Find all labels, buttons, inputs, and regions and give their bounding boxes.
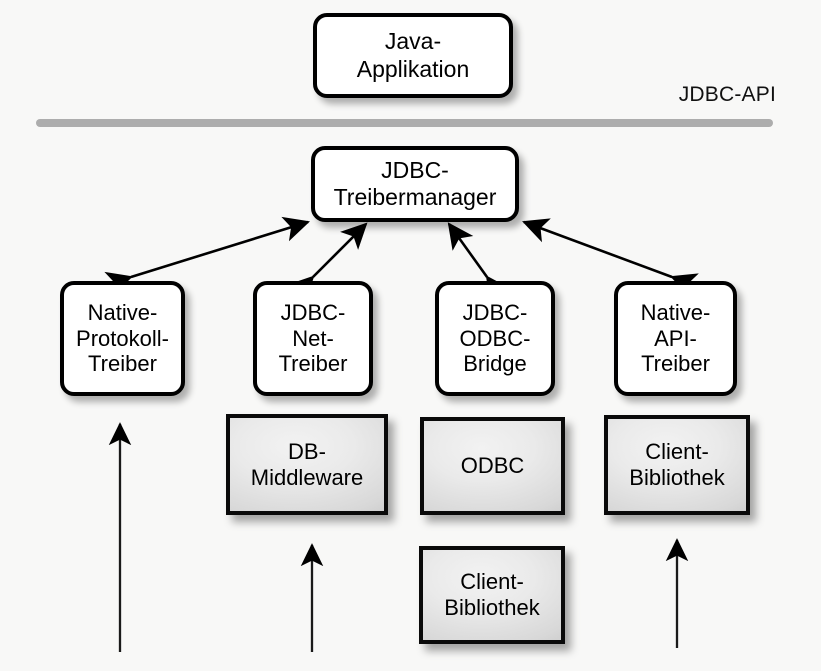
box-client-bibliothek-bottom[interactable]: Client- Bibliothek xyxy=(419,546,565,644)
arrow-manager-jdbc-net xyxy=(287,222,368,303)
box-client-bibliothek-right[interactable]: Client- Bibliothek xyxy=(604,415,750,515)
arrow-manager-native-protokoll xyxy=(104,216,310,297)
box-native-protokoll-treiber[interactable]: Native- Protokoll- Treiber xyxy=(60,281,185,396)
box-db-middleware[interactable]: DB- Middleware xyxy=(226,414,388,515)
box-jdbc-treibermanager[interactable]: JDBC- Treibermanager xyxy=(311,146,519,222)
box-jdbc-odbc-bridge[interactable]: JDBC- ODBC- Bridge xyxy=(435,281,555,396)
box-odbc[interactable]: ODBC xyxy=(420,417,565,515)
jdbc-api-divider xyxy=(36,119,773,127)
jdbc-api-label: JDBC-API xyxy=(678,83,776,106)
box-java-application[interactable]: Java- Applikation xyxy=(313,13,513,98)
arrow-manager-native-api xyxy=(522,218,699,298)
box-native-api-treiber[interactable]: Native- API- Treiber xyxy=(614,281,737,396)
box-jdbc-net-treiber[interactable]: JDBC- Net- Treiber xyxy=(253,281,373,396)
arrow-manager-jdbc-odbc xyxy=(447,222,512,304)
